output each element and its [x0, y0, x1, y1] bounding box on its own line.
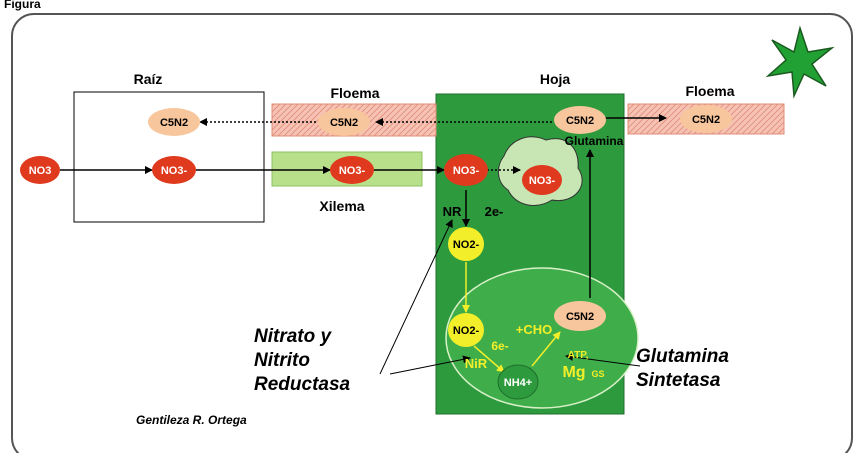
c5n2-raiz-node: C5N2 — [148, 108, 200, 136]
figure-label: Figura — [4, 0, 41, 11]
cho-label: +CHO — [516, 322, 552, 337]
nitrato-annotation-line2: Nitrito — [254, 350, 310, 371]
raiz-label: Raíz — [134, 71, 163, 87]
no3-soil-node: NO3 — [20, 156, 60, 184]
c5n2-chloroplast-node: C5N2 — [554, 301, 606, 331]
svg-text:NO3-: NO3- — [161, 165, 188, 177]
plant-star-icon — [765, 25, 835, 99]
glutamina-annotation-line2: Sintetasa — [636, 370, 721, 391]
no3-xilema-node: NO3- — [330, 156, 374, 184]
pointer-to-nir — [389, 355, 471, 375]
atp-label: ATP, — [568, 350, 589, 361]
pointer-to-nr — [379, 219, 453, 375]
arrow-nir — [473, 345, 505, 373]
mg-label: Mg — [562, 364, 585, 381]
pointer-to-gs — [565, 352, 641, 367]
svg-text:NO3-: NO3- — [453, 165, 480, 177]
svg-text:NO3-: NO3- — [339, 165, 366, 177]
svg-text:NH4+: NH4+ — [504, 377, 532, 389]
xilema-label: Xilema — [319, 198, 364, 214]
svg-text:C5N2: C5N2 — [330, 117, 358, 129]
nr-label: NR — [443, 204, 462, 219]
nitrato-annotation-line1: Nitrato y — [254, 326, 333, 347]
arrow-gs — [531, 331, 561, 367]
c5n2-hoja-node: C5N2 — [554, 106, 606, 134]
svg-text:NO3-: NO3- — [529, 175, 556, 187]
no2-cyto-node: NO2- — [448, 227, 484, 261]
svg-text:NO3: NO3 — [29, 165, 52, 177]
gs-label: GS — [591, 369, 604, 379]
credit-text: Gentileza R. Ortega — [136, 413, 247, 427]
floema-left-label: Floema — [330, 85, 379, 101]
glutamina-annotation-line1: Glutamina — [636, 346, 729, 367]
six-e-label: 6e- — [491, 339, 508, 353]
floema-right-label: Floema — [685, 83, 734, 99]
two-e-label: 2e- — [485, 204, 504, 219]
c5n2-floema-right-node: C5N2 — [680, 105, 732, 133]
svg-text:C5N2: C5N2 — [160, 117, 188, 129]
c5n2-floema-node: C5N2 — [318, 108, 370, 136]
svg-text:C5N2: C5N2 — [566, 311, 594, 323]
svg-text:C5N2: C5N2 — [692, 114, 720, 126]
no3-raiz-node: NO3- — [152, 156, 196, 184]
nh4-node: NH4+ — [497, 364, 539, 400]
hoja-label: Hoja — [540, 71, 571, 87]
glutamina-label: Glutamina — [565, 134, 624, 148]
svg-text:NO2-: NO2- — [453, 239, 480, 251]
no2-chloro-node: NO2- — [448, 313, 484, 347]
nitrato-annotation-line3: Reductasa — [254, 374, 351, 395]
svg-text:NO2-: NO2- — [453, 325, 480, 337]
nir-label: NiR — [465, 356, 488, 371]
no3-vacuole-node: NO3- — [522, 165, 562, 195]
no3-hoja-node: NO3- — [444, 154, 488, 186]
outer-frame — [11, 13, 853, 453]
svg-text:C5N2: C5N2 — [566, 115, 594, 127]
